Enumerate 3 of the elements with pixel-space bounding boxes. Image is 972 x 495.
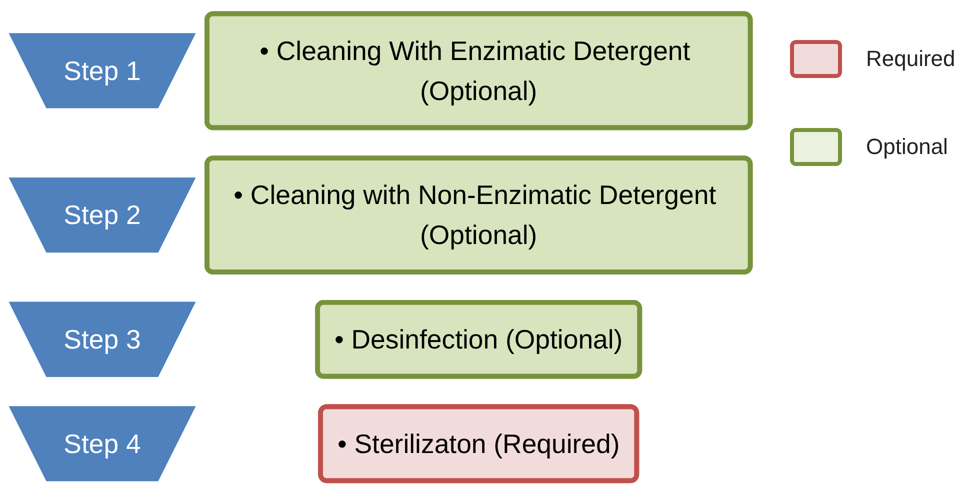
step-diagram: Step 1 • Cleaning With Enzimatic Detergent (Optional) Step 2 • Cleaning with Non-Enzimatic Detergent (Optional) Step 3 • Desinfection (Optional) Step 4 • Sterilizaton (Required) (0, 4, 760, 491)
legend-label: Required (866, 46, 956, 72)
legend-label: Optional (866, 134, 948, 160)
